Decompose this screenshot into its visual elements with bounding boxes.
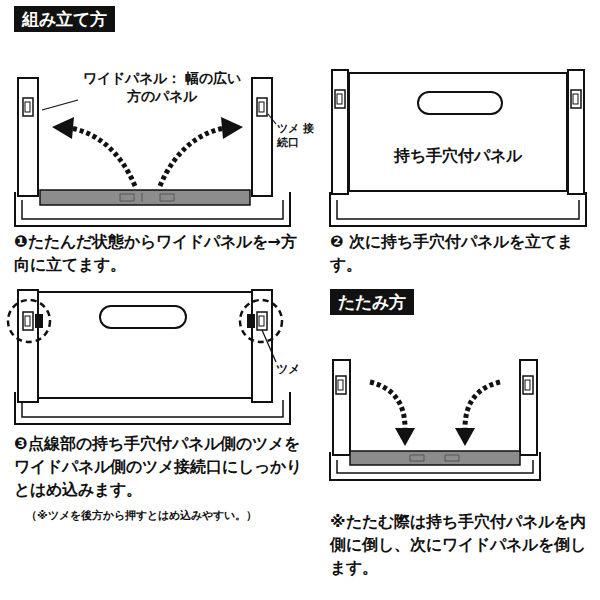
- panel-marks: [120, 193, 174, 202]
- arrow-head: [395, 428, 415, 446]
- tab-slot: [571, 90, 581, 108]
- part-label: ツメ: [276, 362, 316, 377]
- tab: [36, 315, 42, 327]
- panel-marks: [410, 455, 459, 461]
- header-text: 組み立て方: [22, 8, 107, 30]
- folded-panel: [40, 190, 250, 205]
- step-text: ❶たたんだ状態からワイドパネルを→方向に立てます。: [14, 230, 302, 276]
- step-text: ❸点線部の持ち手穴付パネル側のツメをワイドパネル側のツメ接続口にしっかりとはめ込…: [14, 432, 304, 502]
- dotted-arrow: [465, 382, 500, 428]
- leader-line: [42, 100, 78, 110]
- dotted-arrow: [370, 382, 405, 428]
- tab-slot: [257, 312, 267, 330]
- tab-slot: [335, 90, 345, 108]
- tab-slot: [23, 312, 33, 330]
- tab-slot: [523, 376, 533, 394]
- wide-panel-left: [332, 70, 348, 194]
- arrow-head: [221, 117, 243, 139]
- leader-line: [268, 114, 276, 124]
- part-label: ワイドパネル： 幅の広い方のパネル: [82, 70, 242, 105]
- tab: [248, 315, 254, 327]
- section-header: たたみ方: [330, 289, 414, 315]
- dashed-circle: [8, 300, 50, 342]
- tray: [330, 452, 540, 480]
- part-label: ツメ 接続口: [277, 122, 321, 150]
- figure-3: [8, 290, 290, 424]
- wide-panel-right: [252, 78, 272, 196]
- tab-slot: [23, 98, 33, 116]
- wide-panel-left: [333, 360, 350, 455]
- handle-panel: [38, 292, 252, 398]
- tray-inner: [22, 400, 283, 417]
- panel-text: 持ち手穴付パネル: [350, 146, 566, 167]
- dotted-arrow: [160, 128, 225, 186]
- handle-hole: [418, 92, 502, 114]
- wide-panel-left: [18, 78, 38, 196]
- leader-line: [262, 330, 276, 362]
- tab-slot: [257, 98, 267, 116]
- figure-2: [330, 70, 586, 226]
- section-header: 組み立て方: [14, 6, 115, 32]
- tab-slot: [336, 376, 346, 394]
- folded-panel: [350, 451, 520, 465]
- header-text: たたみ方: [338, 291, 406, 313]
- arrow-head: [52, 117, 74, 139]
- wide-panel-right: [568, 70, 584, 194]
- note-text: （※ツメを後方から押すとはめ込みやすい。）: [26, 508, 316, 524]
- step-text: ❷ 次に持ち手穴付パネルを立てます。: [330, 230, 592, 276]
- dotted-arrow: [70, 128, 135, 186]
- figure-4: [330, 360, 540, 480]
- arrow-head: [455, 428, 475, 446]
- wide-panel-right: [520, 360, 537, 455]
- tray-inner: [337, 200, 579, 219]
- tray: [330, 192, 586, 226]
- wide-panel-left: [18, 290, 38, 402]
- handle-hole: [100, 306, 186, 328]
- note-text: ※たたむ際は持ち手穴付パネルを内側に倒し、次にワイドパネルを倒します。: [330, 510, 592, 580]
- handle-panel: 持ち手穴付パネル: [348, 72, 568, 192]
- dashed-circle: [240, 300, 282, 342]
